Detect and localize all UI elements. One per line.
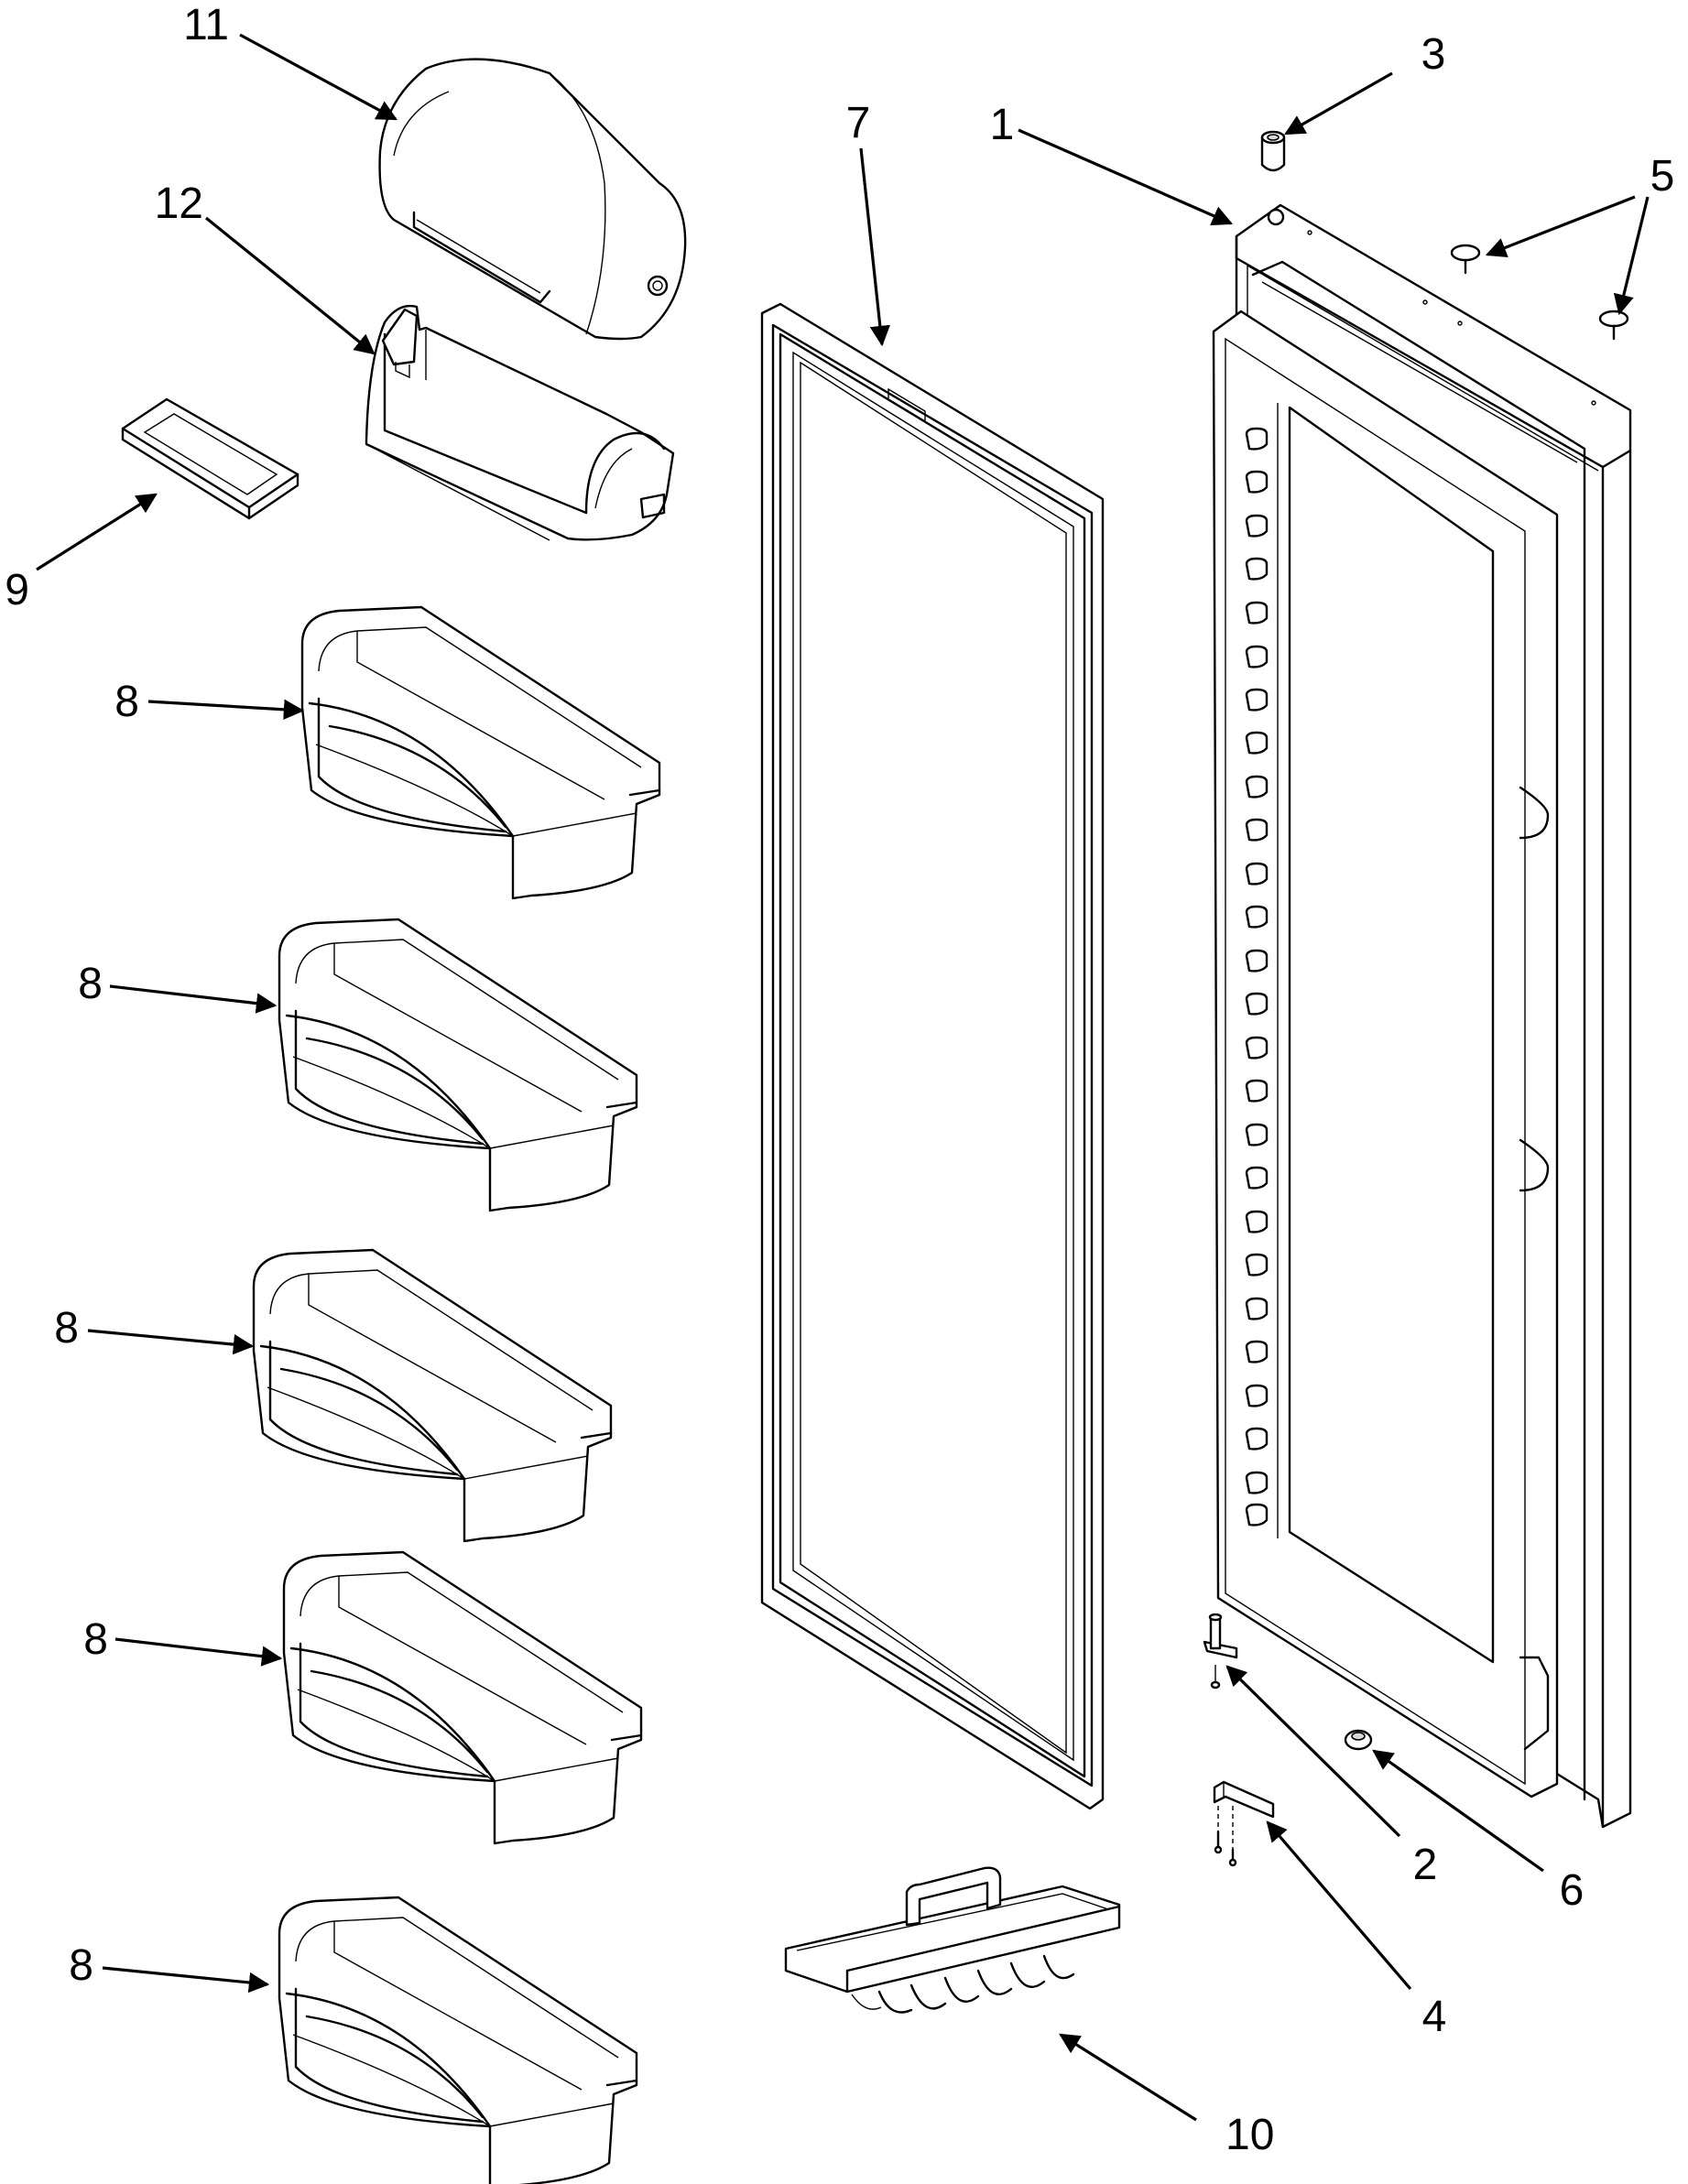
callout-9: 9 <box>5 566 29 614</box>
leader-3 <box>1284 71 1393 136</box>
leader-2 <box>1225 1665 1401 1838</box>
callout-7: 7 <box>846 99 871 147</box>
callout-10: 10 <box>1225 2111 1274 2159</box>
callout-1: 1 <box>990 101 1015 149</box>
leader-8d <box>114 1637 283 1667</box>
egg-tray <box>784 1866 1121 2014</box>
hinge-bracket <box>1213 1780 1275 1867</box>
leader-8a <box>147 699 305 720</box>
leader-lines <box>36 33 1650 2122</box>
callout-2: 2 <box>1413 1841 1438 1889</box>
door-bin-5 <box>278 1896 638 2184</box>
leader-6 <box>1372 1749 1544 1873</box>
small-tray <box>121 397 299 520</box>
callout-labels: 11 12 9 7 1 3 5 8 8 8 8 8 2 6 4 10 <box>5 1 1674 2159</box>
hinge-pin <box>1203 1613 1238 1690</box>
door-bin-2 <box>278 918 638 1212</box>
leader-8b <box>109 984 278 1014</box>
plug-buttons <box>1450 244 1629 341</box>
dairy-bin <box>365 304 675 541</box>
callout-8-bin-1: 8 <box>114 678 139 726</box>
callout-8-bin-4: 8 <box>83 1615 108 1664</box>
leader-4 <box>1266 1820 1412 1991</box>
dairy-cover <box>378 58 687 341</box>
door-bin-3 <box>252 1248 613 1543</box>
callout-8-bin-5: 8 <box>69 1941 93 1990</box>
leader-8c <box>87 1329 255 1355</box>
callout-8-bin-3: 8 <box>54 1304 79 1353</box>
hinge-bushing <box>1260 130 1286 172</box>
door-bin-4 <box>282 1550 643 1845</box>
callout-5: 5 <box>1650 152 1675 201</box>
leader-1 <box>1018 128 1234 226</box>
leader-5a <box>1485 195 1636 258</box>
callout-12: 12 <box>155 179 203 228</box>
callout-11: 11 <box>183 1 229 49</box>
door-bin-1 <box>300 605 661 900</box>
leader-8e <box>102 1966 270 1994</box>
leader-12 <box>204 216 376 355</box>
leader-11 <box>239 33 397 121</box>
callout-3: 3 <box>1421 30 1446 79</box>
door-liner-assembly <box>1212 203 1632 1829</box>
door-stop <box>1344 1729 1373 1751</box>
callout-4: 4 <box>1422 1993 1447 2041</box>
leader-10 <box>1059 2033 1197 2122</box>
callout-6: 6 <box>1560 1866 1585 1915</box>
door-gasket <box>760 302 1105 1810</box>
callout-8-bin-2: 8 <box>78 960 103 1008</box>
leader-9 <box>36 493 158 571</box>
leader-5b <box>1613 196 1650 316</box>
leader-7 <box>859 147 890 347</box>
